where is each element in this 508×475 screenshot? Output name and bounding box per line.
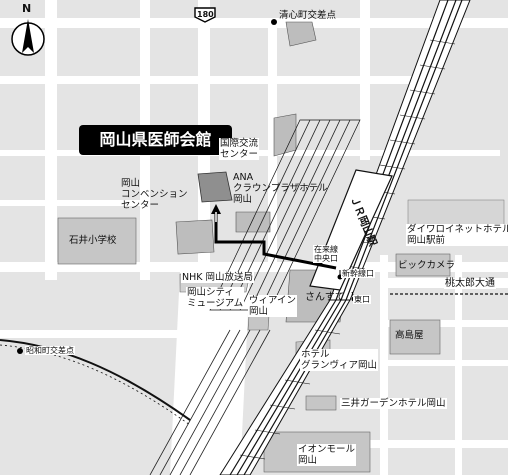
label-momotaro-odori: 桃太郎大通 bbox=[444, 278, 496, 289]
north-label: N bbox=[22, 2, 32, 15]
label-nhk: NHK 岡山放送局 bbox=[181, 272, 254, 283]
label-shinkansen-exit: 新幹線口 bbox=[341, 269, 375, 278]
label-mitsui-garden: 三井ガーデンホテル岡山 bbox=[340, 398, 447, 409]
label-daiwa-roynet: ダイワロイネットホテル 岡山駅前 bbox=[406, 224, 508, 246]
building-mitsui bbox=[305, 395, 337, 411]
label-aeon-mall: イオンモール 岡山 bbox=[297, 444, 357, 466]
label-takashimaya: 高島屋 bbox=[395, 330, 424, 341]
label-zairaisen-chuo: 在来線 中央口 bbox=[313, 245, 339, 263]
building-ishii-school bbox=[57, 217, 137, 265]
label-east-exit: 東口 bbox=[353, 295, 371, 304]
building-top bbox=[285, 21, 317, 47]
label-seishincho-intersection: 清心町交差点 bbox=[279, 10, 337, 21]
north-arrow: N bbox=[10, 2, 46, 60]
building-ana bbox=[235, 211, 271, 233]
walking-route bbox=[211, 204, 337, 270]
showacho-intersection-marker bbox=[17, 348, 23, 354]
building-ishikai bbox=[197, 171, 233, 203]
route-180-icon: 180 bbox=[194, 7, 216, 23]
label-okayama-city-museum: 岡山シティ ミュージアム bbox=[186, 287, 245, 309]
building-takashimaya bbox=[389, 319, 441, 355]
destination-title: 岡山県医師会館 bbox=[79, 125, 232, 155]
route-180-label: 180 bbox=[197, 10, 214, 19]
building-convention bbox=[175, 219, 215, 255]
label-ana-crowne-plaza: ANA クラウンプラザホテル 岡山 bbox=[233, 172, 328, 205]
label-kokusai-koryu-center: 国際交流 センター bbox=[219, 138, 260, 160]
label-convention-center: 岡山 コンベンション センター bbox=[121, 178, 188, 211]
label-bic-camera: ビックカメラ bbox=[398, 260, 456, 271]
label-granvia: ホテル グランヴィア岡山 bbox=[300, 349, 379, 371]
label-via-inn: ヴィアイン 岡山 bbox=[248, 295, 298, 317]
label-ishii-school: 石井小学校 bbox=[69, 235, 117, 246]
seishincho-intersection-marker bbox=[271, 19, 277, 25]
label-showacho-intersection: 昭和町交差点 bbox=[25, 346, 75, 355]
label-sansute: さんすて bbox=[305, 292, 345, 303]
building-bic-camera bbox=[395, 253, 451, 277]
